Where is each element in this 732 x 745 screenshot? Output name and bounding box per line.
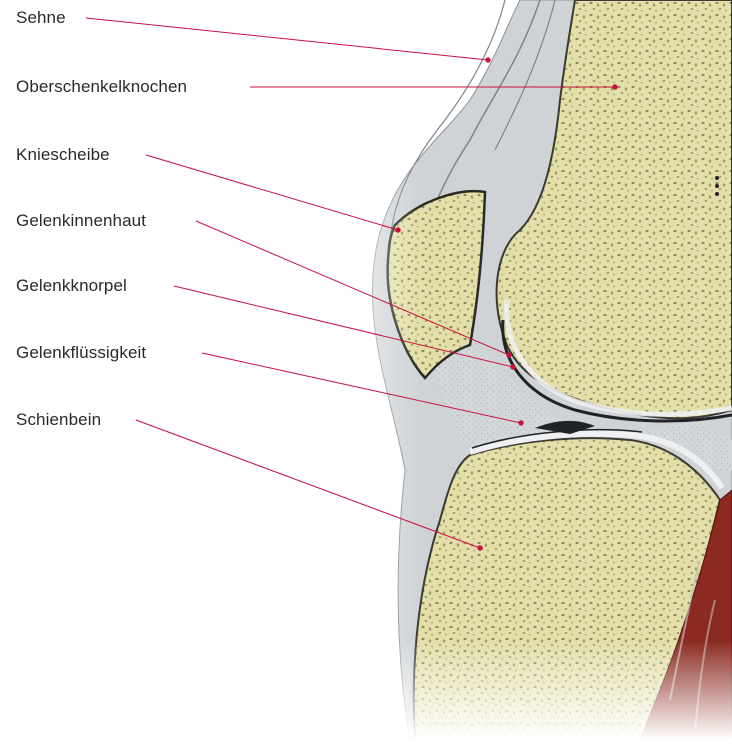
label-gelenkfluessigkeit: Gelenkflüssigkeit bbox=[16, 343, 146, 363]
label-kniescheibe: Kniescheibe bbox=[16, 145, 110, 165]
label-sehne: Sehne bbox=[16, 8, 66, 28]
label-gelenkknorpel: Gelenkknorpel bbox=[16, 276, 127, 296]
label-gelenkinnenhaut: Gelenkinnenhaut bbox=[16, 211, 146, 231]
label-schienbein: Schienbein bbox=[16, 410, 101, 430]
leader-sehne bbox=[86, 18, 490, 62]
label-oberschenkelknochen: Oberschenkelknochen bbox=[16, 77, 187, 97]
